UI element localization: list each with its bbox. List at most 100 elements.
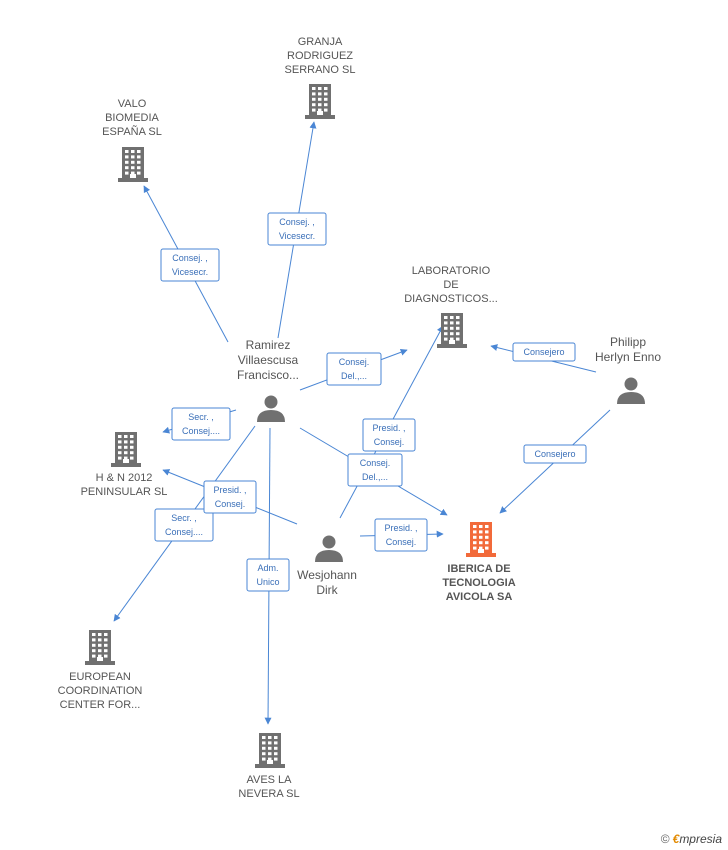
role-label-box[interactable]: [374, 518, 428, 552]
role-label-text: Vicesecr.: [279, 231, 315, 241]
role-label-text: Consej.: [215, 499, 246, 509]
node-label-wesjohann[interactable]: Wesjohann: [297, 568, 357, 582]
node-label-valo[interactable]: ESPAÑA SL: [102, 125, 162, 138]
role-label-ramirez-valo[interactable]: Consej. , Vicesecr.: [160, 248, 220, 282]
role-label-text: Del.,...: [362, 472, 388, 482]
role-label-ramirez-laboratorio[interactable]: Consej. Del.,...: [326, 352, 382, 386]
role-label-text: Consej.: [374, 437, 405, 447]
role-label-text: Presid. ,: [384, 523, 417, 533]
building-icon[interactable]: [118, 147, 148, 182]
role-label-box[interactable]: [523, 444, 587, 464]
role-label-box[interactable]: [160, 248, 220, 282]
role-label-box[interactable]: [347, 453, 403, 487]
role-label-wesjohann-laboratorio[interactable]: Presid. , Consej.: [362, 418, 416, 452]
role-label-text: Consejero: [523, 347, 564, 357]
node-ramirez[interactable]: RamirezVillaescusaFrancisco...: [237, 338, 299, 422]
brand-logo: €mpresia: [673, 832, 722, 846]
role-label-ramirez-european[interactable]: Secr. , Consej....: [154, 508, 214, 542]
role-label-text: Consej....: [165, 527, 203, 537]
role-label-text: Consej. ,: [172, 253, 208, 263]
node-label-iberica[interactable]: AVICOLA SA: [446, 591, 513, 603]
role-label-text: Consej.: [386, 537, 417, 547]
role-label-text: Consejero: [534, 449, 575, 459]
brand-footer[interactable]: ©€mpresia: [661, 832, 722, 846]
role-label-box[interactable]: [267, 212, 327, 246]
node-label-granja[interactable]: RODRIGUEZ: [287, 50, 353, 62]
role-label-box[interactable]: [512, 342, 576, 362]
role-label-ramirez-iberica[interactable]: Consej. Del.,...: [347, 453, 403, 487]
node-label-wesjohann[interactable]: Dirk: [316, 583, 338, 597]
building-icon[interactable]: [111, 432, 141, 467]
role-label-box[interactable]: [171, 407, 231, 441]
role-label-text: Unico: [256, 577, 279, 587]
person-icon[interactable]: [315, 535, 343, 563]
node-label-valo[interactable]: BIOMEDIA: [105, 112, 159, 124]
role-label-ramirez-granja[interactable]: Consej. , Vicesecr.: [267, 212, 327, 246]
node-label-valo[interactable]: VALO: [118, 98, 147, 110]
building-icon[interactable]: [85, 630, 115, 665]
node-label-laboratorio[interactable]: LABORATORIO: [412, 265, 491, 277]
node-label-iberica[interactable]: IBERICA DE: [447, 563, 510, 575]
role-label-wesjohann-hn2012[interactable]: Presid. , Consej.: [203, 480, 257, 514]
copyright-symbol: ©: [660, 832, 670, 846]
person-icon[interactable]: [257, 395, 285, 423]
node-label-hn2012[interactable]: H & N 2012: [96, 472, 153, 484]
node-label-ramirez[interactable]: Ramirez: [246, 338, 291, 352]
role-label-ramirez-hn2012[interactable]: Secr. , Consej....: [171, 407, 231, 441]
role-label-text: Consej....: [182, 426, 220, 436]
role-label-text: Adm.: [257, 563, 278, 573]
person-icon[interactable]: [617, 377, 645, 405]
node-label-aves[interactable]: AVES LA: [246, 774, 292, 786]
node-label-european[interactable]: EUROPEAN: [69, 671, 131, 683]
node-laboratorio[interactable]: LABORATORIO DE DIAGNOSTICOS...: [404, 265, 498, 348]
role-label-wesjohann-iberica[interactable]: Presid. , Consej.: [374, 518, 428, 552]
role-label-text: Secr. ,: [171, 513, 197, 523]
brand-logo-text: mpresia: [679, 832, 722, 846]
node-label-european[interactable]: COORDINATION: [58, 685, 143, 697]
node-label-laboratorio[interactable]: DE: [443, 279, 458, 291]
node-label-philipp[interactable]: Philipp: [610, 335, 646, 349]
building-icon[interactable]: [305, 84, 335, 119]
role-label-box[interactable]: [362, 418, 416, 452]
role-label-box[interactable]: [203, 480, 257, 514]
edge-labels-layer: Consej. ,Vicesecr.Consej. ,Vicesecr.Cons…: [154, 212, 587, 592]
node-label-aves[interactable]: NEVERA SL: [238, 788, 299, 800]
role-label-text: Del.,...: [341, 371, 367, 381]
role-label-text: Secr. ,: [188, 412, 214, 422]
building-icon[interactable]: [255, 733, 285, 768]
role-label-box[interactable]: [154, 508, 214, 542]
role-label-text: Presid. ,: [372, 423, 405, 433]
role-label-text: Presid. ,: [213, 485, 246, 495]
brand-logo-initial: €: [672, 832, 680, 846]
node-european[interactable]: EUROPEAN COORDINATION CENTER FOR...: [58, 630, 143, 711]
node-label-granja[interactable]: SERRANO SL: [285, 64, 356, 76]
role-label-text: Consej. ,: [279, 217, 315, 227]
role-label-ramirez-aves[interactable]: Adm. Unico: [246, 558, 290, 592]
node-granja[interactable]: GRANJA RODRIGUEZ SERRANO SL: [285, 36, 356, 119]
role-label-philipp-iberica[interactable]: Consejero: [523, 444, 587, 464]
nodes-layer: GRANJA RODRIGUEZ SERRANO SL VALO BIOMEDIAESP…: [58, 36, 662, 800]
node-label-hn2012[interactable]: PENINSULAR SL: [81, 486, 168, 498]
role-label-text: Vicesecr.: [172, 267, 208, 277]
focus-building-icon[interactable]: [466, 522, 496, 557]
role-label-box[interactable]: [246, 558, 290, 592]
node-label-iberica[interactable]: TECNOLOGIA: [442, 577, 515, 589]
node-iberica[interactable]: IBERICA DE TECNOLOGIA AVICOLA SA: [442, 522, 516, 603]
role-label-box[interactable]: [326, 352, 382, 386]
node-label-ramirez[interactable]: Villaescusa: [238, 353, 299, 367]
node-label-philipp[interactable]: Herlyn Enno: [595, 350, 661, 364]
node-label-granja[interactable]: GRANJA: [298, 36, 343, 48]
node-label-european[interactable]: CENTER FOR...: [60, 699, 141, 711]
role-label-text: Consej.: [360, 458, 391, 468]
node-label-laboratorio[interactable]: DIAGNOSTICOS...: [404, 293, 498, 305]
role-label-philipp-laboratorio[interactable]: Consejero: [512, 342, 576, 362]
node-aves[interactable]: AVES LA NEVERA SL: [238, 733, 300, 800]
role-label-text: Consej.: [339, 357, 370, 367]
building-icon[interactable]: [437, 313, 467, 348]
node-label-ramirez[interactable]: Francisco...: [237, 368, 299, 382]
